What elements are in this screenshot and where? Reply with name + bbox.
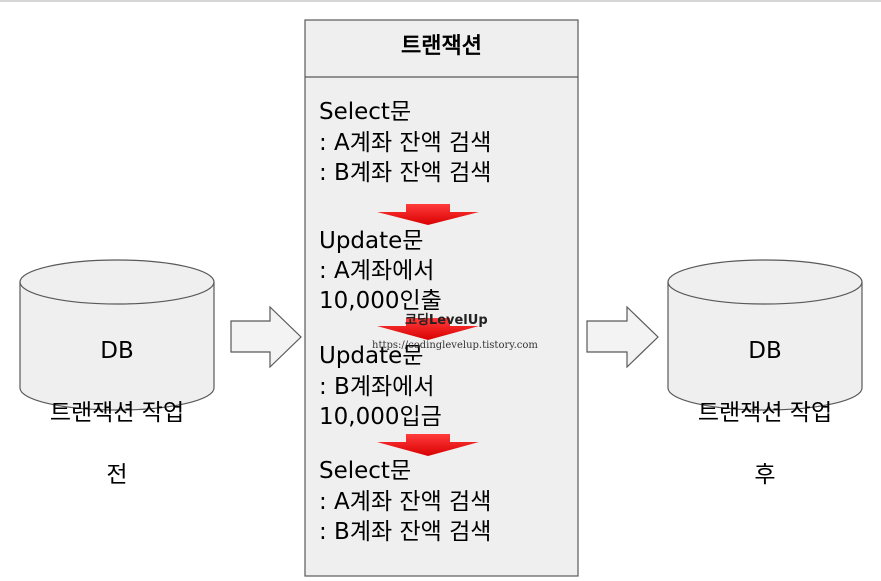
db-before-line-2: 트랜잭션 작업 <box>49 400 185 426</box>
db-after-line-2: 트랜잭션 작업 <box>697 400 833 426</box>
db-before-cylinder <box>19 259 215 411</box>
db-after-line-1: DB <box>748 338 782 364</box>
step-1-line-3: : B계좌 잔액 검색 <box>319 160 492 186</box>
watermark-url: https://codinglevelup.tistory.com <box>372 340 538 351</box>
top-divider <box>0 0 881 2</box>
step-3-line-2: : B계좌에서 <box>319 374 435 400</box>
step-4-line-3: : B계좌 잔액 검색 <box>319 519 492 545</box>
db-after-line-3: 후 <box>754 462 776 488</box>
step-arrow-2 <box>377 318 479 340</box>
watermark-brand: 코딩LevelUp <box>405 313 488 328</box>
step-1-line-2: : A계좌 잔액 검색 <box>319 130 492 156</box>
db-before-line-1: DB <box>100 338 134 364</box>
db-before-label: DB 트랜잭션 작업 전 <box>20 305 214 522</box>
step-2-line-3: 10,000인출 <box>319 288 442 314</box>
flow-arrow-right <box>586 305 659 369</box>
step-arrow-1 <box>377 204 479 225</box>
db-before-line-3: 전 <box>106 462 128 488</box>
step-2-line-2: : A계좌에서 <box>319 258 435 284</box>
step-2-line-1: Update문 <box>319 228 424 254</box>
step-1-line-1: Select문 <box>319 99 412 125</box>
step-4-line-1: Select문 <box>319 458 412 484</box>
transaction-box <box>304 19 579 577</box>
transaction-title: 트랜잭션 <box>401 34 482 59</box>
db-after-label: DB 트랜잭션 작업 후 <box>668 305 862 522</box>
flow-arrow-left <box>230 305 302 369</box>
step-4-line-2: : A계좌 잔액 검색 <box>319 489 492 515</box>
step-arrow-3 <box>377 434 479 456</box>
step-3-line-3: 10,000입금 <box>319 404 442 430</box>
step-3-line-1: Update문 <box>319 343 424 369</box>
db-after-cylinder <box>667 259 863 411</box>
